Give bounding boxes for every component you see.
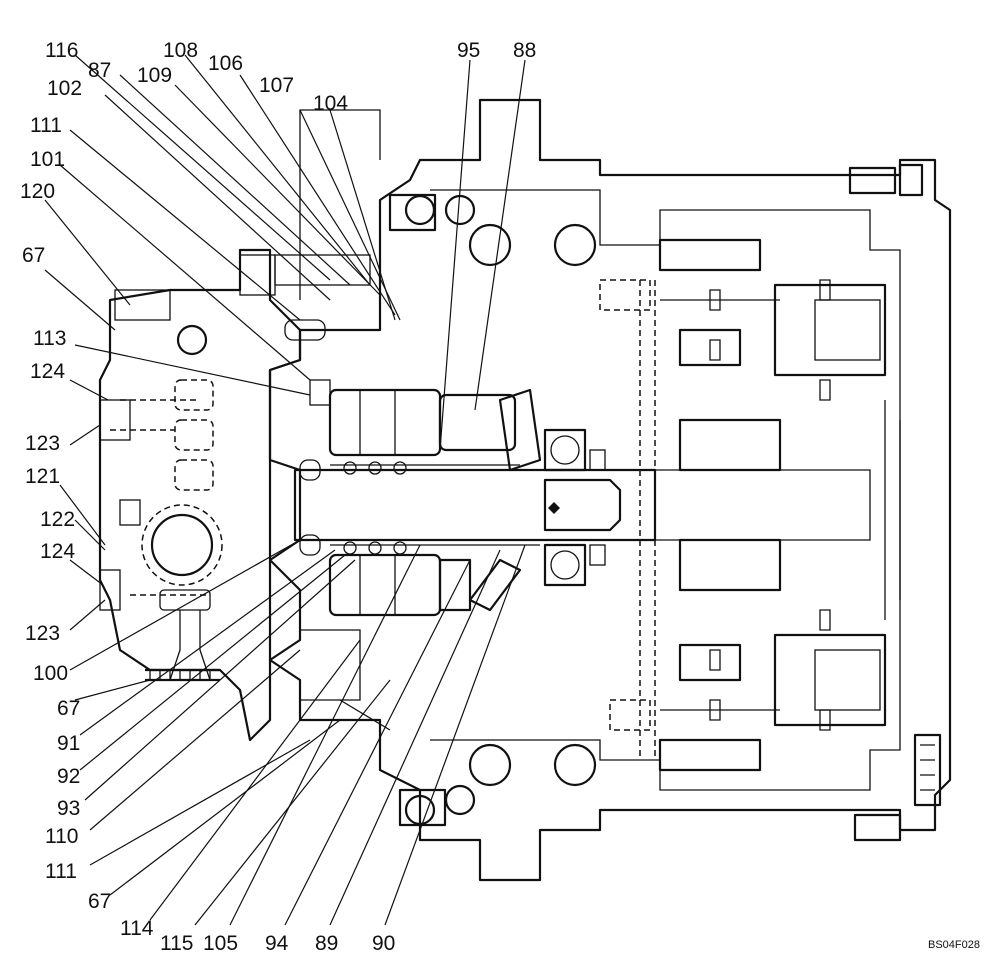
- callout-88: 88: [513, 39, 536, 62]
- callout-93: 93: [57, 797, 80, 820]
- callout-87: 87: [88, 59, 111, 82]
- callout-123-top: 123: [25, 432, 60, 455]
- callout-labels: 116 87 102 108 109 106 107 104 95 88 111…: [20, 39, 536, 955]
- planetary-gears: [658, 163, 942, 842]
- callout-120: 120: [20, 180, 55, 203]
- callout-100: 100: [33, 662, 68, 685]
- leader-lines: [44, 54, 526, 631]
- callout-110: 110: [45, 825, 78, 848]
- callout-116: 116: [45, 39, 78, 62]
- callout-95: 95: [457, 39, 480, 62]
- callout-124-bottom: 124: [40, 540, 75, 563]
- hidden-lines: [110, 279, 656, 760]
- cylinder-block: [299, 379, 542, 731]
- callout-91: 91: [57, 732, 80, 755]
- callout-89: 89: [315, 932, 338, 955]
- callout-124-top: 124: [30, 360, 65, 383]
- callout-109: 109: [137, 64, 172, 87]
- callout-90: 90: [372, 932, 395, 955]
- callout-108: 108: [163, 39, 198, 62]
- callout-67-top: 67: [22, 244, 45, 267]
- callout-92: 92: [57, 765, 80, 788]
- leader-lines-bottom: [69, 539, 526, 926]
- drawing-code: BS04F028: [928, 939, 980, 951]
- callout-104: 104: [313, 92, 348, 115]
- callout-111-top: 111: [30, 114, 62, 137]
- callout-94: 94: [265, 932, 289, 955]
- callout-123-bottom: 123: [25, 622, 60, 645]
- callout-122: 122: [40, 508, 75, 531]
- callout-67-bottom: 67: [88, 890, 111, 913]
- callout-111-bottom: 111: [45, 860, 77, 883]
- callout-67-mid: 67: [57, 697, 80, 720]
- callout-107: 107: [259, 74, 294, 97]
- callout-101: 101: [30, 148, 65, 171]
- callout-113: 113: [33, 327, 66, 350]
- shaft: [293, 468, 871, 542]
- callout-115: 115: [160, 932, 193, 955]
- callout-114: 114: [120, 917, 154, 940]
- callout-121: 121: [25, 465, 60, 488]
- callout-105: 105: [203, 932, 238, 955]
- valve-block: [98, 248, 371, 742]
- callout-102: 102: [47, 77, 82, 100]
- housing-outline: [268, 98, 952, 882]
- bearings: [388, 193, 606, 827]
- callout-106: 106: [208, 52, 243, 75]
